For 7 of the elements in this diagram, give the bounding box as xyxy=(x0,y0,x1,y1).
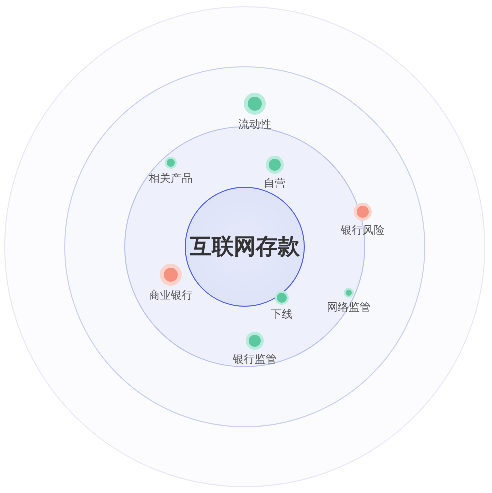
topic-label: 相关产品 xyxy=(149,172,193,185)
topic-label: 自营 xyxy=(264,177,286,190)
topic-label: 网络监管 xyxy=(327,301,371,314)
topic-label: 银行风险 xyxy=(341,224,385,237)
topic-label: 下线 xyxy=(271,308,293,321)
topic-label: 银行监管 xyxy=(233,353,277,366)
topic-label: 流动性 xyxy=(238,118,272,131)
